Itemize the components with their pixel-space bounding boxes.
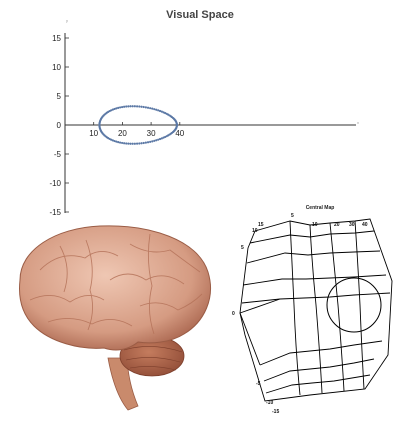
data-point	[158, 109, 162, 113]
data-point	[151, 140, 154, 143]
axis-ticks: 10 20 30 40 15 10 5 0 -5 -10 -15	[49, 34, 184, 217]
data-point	[129, 105, 132, 108]
y-axis-label: y	[66, 18, 68, 23]
data-point	[135, 142, 139, 145]
x-tick-label: 10	[89, 129, 98, 138]
map-top-label: 30	[349, 222, 355, 228]
data-point	[153, 108, 156, 111]
map-left-label: -15	[272, 409, 280, 415]
y-tick-label: 10	[52, 63, 61, 72]
map-top-label: 40	[362, 222, 368, 228]
y-tick-label: -5	[54, 150, 62, 159]
map-outline	[239, 218, 393, 402]
x-axis-label: x	[357, 120, 359, 125]
map-left-label: 5	[241, 245, 244, 251]
y-tick-label: -10	[49, 179, 61, 188]
y-tick-label: 15	[52, 34, 61, 43]
data-point	[149, 107, 152, 110]
data-point	[151, 107, 154, 110]
central-map-title: Central Map	[305, 205, 335, 211]
data-point	[155, 139, 158, 142]
map-left-label: -5	[256, 381, 261, 387]
data-point	[115, 140, 118, 143]
map-top-label: 10	[252, 228, 258, 234]
y-tick-label: 5	[57, 92, 62, 101]
data-point	[123, 142, 126, 145]
data-point	[153, 139, 156, 142]
data-point	[127, 105, 130, 108]
data-point	[140, 142, 143, 145]
data-point	[120, 141, 124, 145]
data-point	[160, 110, 163, 113]
data-point	[138, 142, 141, 145]
data-point	[135, 105, 139, 108]
data-point	[157, 138, 160, 141]
data-point	[157, 109, 160, 112]
data-points	[98, 105, 179, 145]
data-point	[144, 141, 147, 144]
data-point	[158, 137, 162, 141]
data-point	[111, 139, 114, 142]
data-point	[125, 142, 128, 145]
data-point	[119, 141, 122, 144]
data-point	[127, 142, 130, 145]
data-point	[115, 107, 118, 110]
data-point	[117, 106, 120, 109]
data-point	[142, 105, 145, 109]
data-point	[125, 105, 128, 108]
cerebrum	[19, 225, 212, 351]
brain-illustration	[19, 225, 212, 411]
data-point	[120, 105, 124, 109]
data-point	[129, 142, 132, 145]
data-point	[113, 107, 116, 111]
map-left-label: 0	[232, 311, 235, 317]
data-point	[149, 140, 152, 143]
x-tick-label: 30	[147, 129, 156, 138]
data-point	[133, 105, 136, 108]
data-point	[162, 111, 165, 114]
fovea-circle	[326, 277, 382, 333]
y-tick-label: -15	[49, 208, 61, 217]
x-tick-label: 40	[175, 129, 184, 138]
central-map-grid	[239, 218, 393, 402]
data-point	[146, 141, 150, 144]
data-point	[142, 141, 145, 145]
data-point	[146, 106, 150, 109]
data-point	[155, 108, 158, 111]
map-top-label: 10	[312, 222, 318, 228]
data-point	[144, 106, 147, 109]
data-point	[117, 141, 120, 144]
data-point	[113, 139, 116, 143]
data-point	[138, 105, 141, 108]
data-point	[160, 137, 163, 140]
y-tick-label: 0	[57, 121, 62, 130]
map-left-label: -10	[266, 400, 274, 406]
x-tick-label: 20	[118, 129, 127, 138]
data-point	[131, 105, 134, 108]
data-point	[140, 105, 143, 108]
map-top-label: 15	[258, 222, 264, 228]
figure-title: Visual Space	[166, 9, 234, 21]
map-top-label: 20	[334, 222, 340, 228]
map-top-label: 5	[291, 213, 294, 219]
data-point	[123, 105, 126, 108]
data-point	[133, 142, 136, 145]
data-point	[119, 106, 122, 109]
data-point	[131, 142, 134, 145]
visual-space-plot: y x 10 20 30 40 15 10 5 0 -5 -10 -15	[49, 18, 359, 217]
gyri	[29, 233, 203, 335]
data-point	[175, 124, 178, 128]
